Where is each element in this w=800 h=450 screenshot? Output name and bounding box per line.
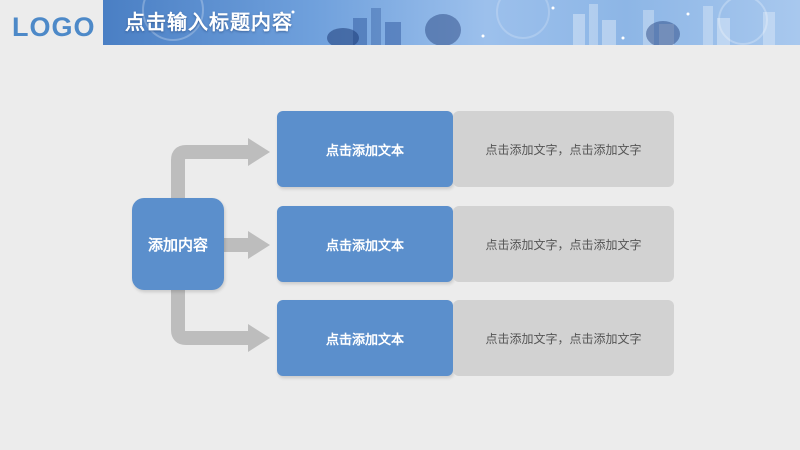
row-description-text: 点击添加文字，点击添加文字 xyxy=(485,331,642,346)
arrowhead-bottom-icon xyxy=(248,324,270,352)
row-description-box[interactable]: 点击添加文字，点击添加文字 xyxy=(453,300,674,376)
row-label-text: 点击添加文本 xyxy=(325,143,404,159)
row-label-text: 点击添加文本 xyxy=(325,238,404,254)
row-description-text: 点击添加文字，点击添加文字 xyxy=(485,237,642,252)
row-label-box[interactable]: 点击添加文本 xyxy=(277,111,453,187)
row-label-box[interactable]: 点击添加文本 xyxy=(277,206,453,282)
hub-label: 添加内容 xyxy=(147,235,208,254)
row-label-box[interactable]: 点击添加文本 xyxy=(277,300,453,376)
city-skyline-image xyxy=(142,0,775,45)
row-label-text: 点击添加文本 xyxy=(325,332,404,348)
slide-title[interactable]: 点击输入标题内容 xyxy=(125,10,293,34)
row-description-text: 点击添加文字，点击添加文字 xyxy=(485,142,642,157)
row-description-box[interactable]: 点击添加文字，点击添加文字 xyxy=(453,206,674,282)
hub-box[interactable]: 添加内容 xyxy=(132,198,224,290)
arrowhead-middle-icon xyxy=(248,231,270,259)
connector-top xyxy=(171,145,250,200)
connector-bottom xyxy=(171,288,250,345)
logo: LOGO xyxy=(12,12,96,42)
arrowhead-top-icon xyxy=(248,138,270,166)
title-banner: 点击输入标题内容 xyxy=(103,0,800,45)
row-description-box[interactable]: 点击添加文字，点击添加文字 xyxy=(453,111,674,187)
